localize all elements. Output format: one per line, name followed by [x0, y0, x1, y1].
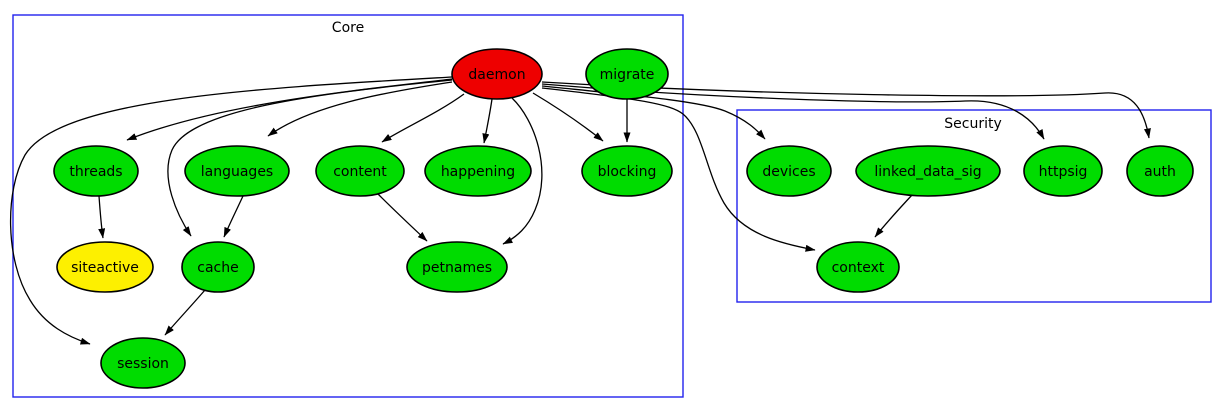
edge-daemon-languages	[267, 81, 453, 137]
node-happening: happening	[424, 145, 532, 197]
node-session: session	[100, 337, 186, 389]
node-migrate: migrate	[585, 48, 669, 100]
node-threads: threads	[53, 145, 139, 197]
node-session-shape	[100, 337, 186, 389]
node-threads-label: threads	[69, 164, 122, 180]
node-languages: languages	[184, 145, 290, 197]
node-daemon-shape	[451, 48, 543, 100]
edge-languages-cache	[223, 195, 244, 238]
node-content-shape	[315, 145, 405, 197]
node-devices-label: devices	[762, 164, 815, 180]
node-context-label: context	[832, 260, 885, 276]
node-httpsig: httpsig	[1023, 145, 1103, 197]
node-cache-shape	[181, 241, 255, 293]
node-siteactive: siteactive	[56, 241, 154, 293]
node-migrate-shape	[585, 48, 669, 100]
edge-daemon-threads	[126, 78, 453, 141]
node-happening-shape	[424, 145, 532, 197]
node-context-shape	[816, 241, 900, 293]
node-content: content	[315, 145, 405, 197]
edge-linked_data_sig-context	[874, 194, 913, 238]
node-blocking: blocking	[581, 145, 673, 197]
edge-daemon-happening	[482, 98, 493, 144]
nodes-layer: daemon migrate threads languages content happ…	[53, 48, 1194, 389]
edge-daemon-petnames	[502, 97, 543, 245]
node-siteactive-label: siteactive	[71, 260, 139, 276]
node-threads-shape	[53, 145, 139, 197]
node-cache-label: cache	[197, 260, 238, 276]
node-httpsig-label: httpsig	[1039, 164, 1088, 180]
edges-layer	[9, 76, 1151, 345]
node-linked_data_sig-shape	[855, 145, 1001, 197]
node-happening-label: happening	[441, 164, 515, 180]
edge-cache-session	[164, 289, 206, 336]
edge-threads-siteactive	[98, 195, 106, 239]
node-blocking-shape	[581, 145, 673, 197]
node-auth-shape	[1126, 145, 1194, 197]
edge-daemon-cache	[167, 79, 453, 237]
node-languages-shape	[184, 145, 290, 197]
edge-daemon-session	[9, 76, 453, 345]
node-blocking-label: blocking	[598, 164, 657, 180]
edge-content-petnames	[377, 193, 428, 242]
node-daemon-label: daemon	[468, 67, 525, 83]
cluster-security-label: Security	[944, 116, 1002, 132]
node-devices: devices	[746, 145, 832, 197]
edge-daemon-content	[381, 93, 465, 143]
node-daemon: daemon	[451, 48, 543, 100]
node-cache: cache	[181, 241, 255, 293]
node-petnames-shape	[406, 241, 508, 293]
node-auth: auth	[1126, 145, 1194, 197]
node-languages-label: languages	[201, 164, 273, 180]
node-context: context	[816, 241, 900, 293]
node-migrate-label: migrate	[600, 67, 655, 83]
cluster-core-label: Core	[332, 20, 364, 36]
node-linked_data_sig-label: linked_data_sig	[874, 164, 981, 180]
node-content-label: content	[333, 164, 387, 180]
node-session-label: session	[117, 356, 169, 372]
node-devices-shape	[746, 145, 832, 197]
edge-daemon-blocking	[532, 92, 604, 142]
node-httpsig-shape	[1023, 145, 1103, 197]
node-linked_data_sig: linked_data_sig	[855, 145, 1001, 197]
node-petnames: petnames	[406, 241, 508, 293]
node-auth-label: auth	[1144, 164, 1176, 180]
cluster-security	[736, 109, 1212, 303]
edge-daemon-auth	[541, 81, 1151, 139]
node-siteactive-shape	[56, 241, 154, 293]
edge-daemon-httpsig	[541, 83, 1045, 140]
node-petnames-label: petnames	[422, 260, 492, 276]
cluster-core	[12, 14, 684, 398]
edge-daemon-context	[541, 87, 816, 252]
